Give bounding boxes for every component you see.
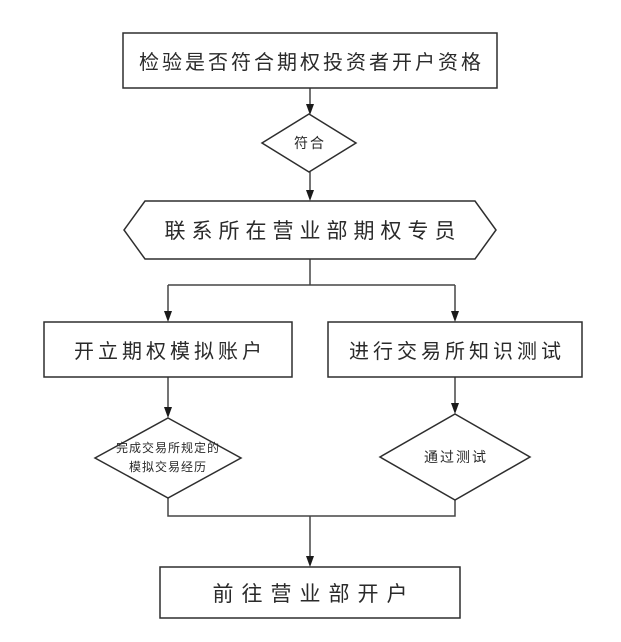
node-open-sim-account-label: 开立期权模拟账户: [74, 339, 266, 363]
node-contact-specialist-label: 联系所在营业部期权专员: [164, 219, 462, 243]
node-go-open-account-label: 前往营业部开户: [212, 581, 416, 606]
arrow-down-icon: [164, 407, 172, 418]
node-complete-sim-trading-label: 完成交易所规定的 模拟交易经历: [88, 430, 248, 486]
node-pass-test-label: 通过测试: [424, 450, 488, 466]
node-complete-sim-trading-label-line1: 完成交易所规定的: [115, 441, 220, 455]
node-exchange-knowledge-test-box: [327, 321, 583, 378]
arrow-down-icon: [306, 104, 314, 115]
arrow-down-icon: [306, 190, 314, 201]
edge-merge-horizontal: [167, 498, 456, 517]
node-pass-test-diamond: [378, 413, 532, 501]
node-check-eligibility-box: [122, 32, 498, 89]
node-open-sim-account-box: [43, 321, 293, 378]
node-exchange-knowledge-test-label: 进行交易所知识测试: [349, 339, 565, 363]
node-complete-sim-trading-label-line2: 模拟交易经历: [128, 460, 207, 474]
arrow-down-icon: [164, 311, 172, 322]
node-conform-diamond: [260, 113, 358, 173]
node-go-open-account-box: [159, 566, 461, 619]
arrow-down-icon: [451, 403, 459, 414]
node-complete-sim-trading-diamond: [93, 417, 243, 499]
arrow-down-icon: [451, 311, 459, 322]
arrow-down-icon: [306, 556, 314, 567]
node-conform-label: 符合: [294, 136, 326, 152]
node-check-eligibility-label: 检验是否符合期权投资者开户资格: [139, 50, 484, 74]
node-contact-specialist-hexagon: [123, 200, 497, 260]
